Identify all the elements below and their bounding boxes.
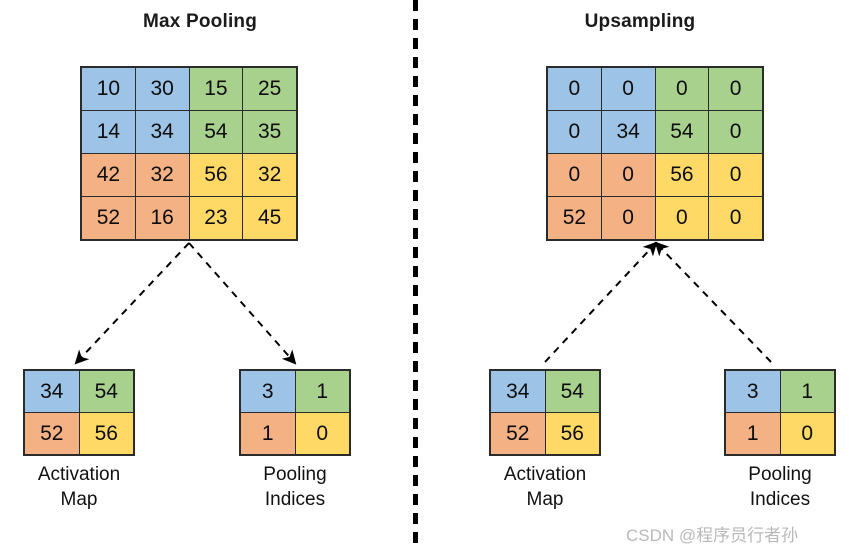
matrix-cell: 1 <box>726 413 780 454</box>
matrix-cell: 10 <box>82 68 135 110</box>
matrix-cell: 45 <box>243 197 296 239</box>
matrix-cell: 54 <box>189 111 243 153</box>
caption-line-2: Indices <box>749 489 811 511</box>
matrix-cell: 1 <box>241 413 295 454</box>
caption-pooling-indices-right: Pooling Indices <box>695 462 850 512</box>
matrix-cell: 35 <box>243 111 296 153</box>
matrix-cell: 30 <box>135 68 189 110</box>
matrix-cell: 3 <box>241 371 295 412</box>
matrix-cell: 34 <box>491 371 545 412</box>
matrix-cell: 0 <box>548 154 601 196</box>
matrix-cell: 0 <box>601 68 655 110</box>
matrix-cell: 15 <box>189 68 243 110</box>
watermark-text: CSDN @程序员行者孙 <box>626 526 799 545</box>
matrix-cell: 54 <box>545 371 599 412</box>
matrix-cell: 1 <box>295 371 349 412</box>
matrix-cell: 32 <box>135 154 189 196</box>
caption-pooling-indices-left: Pooling Indices <box>210 462 380 512</box>
caption-line-1: Pooling <box>748 464 812 485</box>
matrix-cell: 14 <box>82 111 135 153</box>
arrow-activation-map-to-upsample <box>544 241 658 363</box>
matrix-cell: 52 <box>491 413 545 454</box>
matrix-cell: 34 <box>135 111 189 153</box>
matrix-cell: 0 <box>709 197 762 239</box>
matrix-cell: 0 <box>601 197 655 239</box>
matrix-cell: 56 <box>189 154 243 196</box>
matrix-cell: 0 <box>295 413 349 454</box>
arrow-pool-to-activation-map <box>74 242 190 365</box>
caption-line-2: Indices <box>264 489 326 511</box>
panel-divider-dashed-line <box>413 0 418 549</box>
matrix-cell: 0 <box>601 154 655 196</box>
matrix-cell: 52 <box>25 413 79 454</box>
matrix-cell: 54 <box>655 111 709 153</box>
matrix-cell: 32 <box>243 154 296 196</box>
matrix-cell: 23 <box>189 197 243 239</box>
caption-line-2: Map <box>60 489 98 511</box>
matrix-cell: 42 <box>82 154 135 196</box>
matrix-cell: 0 <box>709 111 762 153</box>
caption-line-1: Activation <box>503 464 587 485</box>
caption-line-1: Pooling <box>263 464 327 485</box>
matrix-cell: 25 <box>243 68 296 110</box>
matrix-cell: 0 <box>709 154 762 196</box>
matrix-cell: 52 <box>548 197 601 239</box>
matrix-cell: 0 <box>548 111 601 153</box>
matrix-cell: 54 <box>79 371 133 412</box>
matrix-cell: 56 <box>545 413 599 454</box>
arrow-pooling-indices-to-upsample <box>654 241 772 363</box>
panel-title-upsampling: Upsampling <box>584 11 696 32</box>
matrix-cell: 34 <box>601 111 655 153</box>
caption-activation-map-left: Activation Map <box>0 462 164 512</box>
matrix-cell: 0 <box>655 197 709 239</box>
matrix-cell: 0 <box>655 68 709 110</box>
caption-activation-map-right: Activation Map <box>460 462 630 512</box>
matrix-cell: 56 <box>79 413 133 454</box>
matrix-cell: 1 <box>780 371 834 412</box>
matrix-cell: 16 <box>135 197 189 239</box>
matrix-cell: 0 <box>780 413 834 454</box>
matrix-cell: 0 <box>709 68 762 110</box>
matrix-cell: 56 <box>655 154 709 196</box>
matrix-cell: 0 <box>548 68 601 110</box>
matrix-cell: 52 <box>82 197 135 239</box>
panel-title-max-pooling: Max Pooling <box>142 11 258 32</box>
matrix-cell: 3 <box>726 371 780 412</box>
arrow-pool-to-pooling-indices <box>188 242 297 365</box>
matrix-cell: 34 <box>25 371 79 412</box>
caption-line-2: Map <box>526 489 564 511</box>
caption-line-1: Activation <box>37 464 121 485</box>
